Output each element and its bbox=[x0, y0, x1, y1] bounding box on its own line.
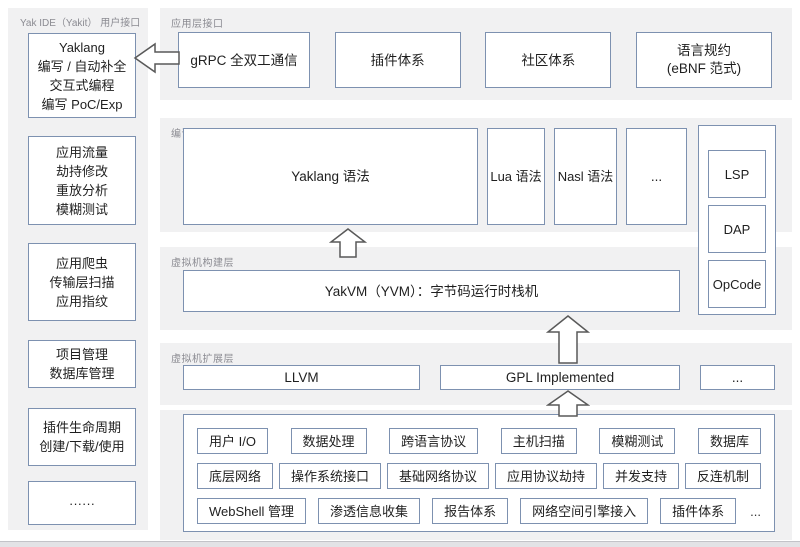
sidebar-box-more: ······ bbox=[28, 481, 136, 525]
vm-extension-row: LLVM GPL Implemented ... bbox=[183, 365, 775, 390]
plugin-system-box: 插件体系 bbox=[334, 32, 461, 88]
vm-extension-layer-label: 虚拟机扩展层 bbox=[171, 354, 234, 365]
app-layer-row: gRPC 全双工通信 插件体系 社区体系 语言规约 (eBNF 范式) bbox=[178, 32, 772, 88]
data-processing-box: 数据处理 bbox=[290, 428, 367, 454]
user-io-box: 用户 I/O bbox=[197, 428, 268, 454]
sidebar-title: Yak IDE（Yakit） 用户接口 bbox=[20, 18, 141, 29]
compiler-row: Yaklang 语法 Lua 语法 Nasl 语法 ... bbox=[183, 128, 687, 225]
grpc-box: gRPC 全双工通信 bbox=[178, 32, 310, 88]
protocol-column: LSP DAP OpCode bbox=[698, 125, 776, 315]
low-level-network-box: 底层网络 bbox=[197, 463, 274, 489]
report-system-box: 报告体系 bbox=[432, 498, 509, 524]
arrow-up-icon bbox=[329, 228, 367, 258]
capabilities-more-text: ... bbox=[750, 503, 761, 519]
capabilities-container: 用户 I/O 数据处理 跨语言协议 主机扫描 模糊测试 数据库 底层网络 操作系… bbox=[183, 414, 775, 532]
reverse-connection-box: 反连机制 bbox=[684, 463, 761, 489]
webshell-management-box: WebShell 管理 bbox=[197, 498, 307, 524]
concurrency-box: 并发支持 bbox=[602, 463, 679, 489]
recon-info-collection-box: 渗透信息收集 bbox=[318, 498, 421, 524]
database-box: 数据库 bbox=[697, 428, 761, 454]
arrow-up-icon bbox=[546, 315, 590, 364]
app-layer-label: 应用层接口 bbox=[171, 19, 224, 30]
capabilities-panel: 用户 I/O 数据处理 跨语言协议 主机扫描 模糊测试 数据库 底层网络 操作系… bbox=[160, 410, 792, 540]
lsp-box: LSP bbox=[708, 150, 766, 198]
nasl-syntax-box: Nasl 语法 bbox=[554, 128, 617, 225]
arrow-left-icon bbox=[133, 42, 180, 74]
basic-network-protocol-box: 基础网络协议 bbox=[386, 463, 489, 489]
capabilities-row-3: WebShell 管理 渗透信息收集 报告体系 网络空间引擎接入 插件体系 ..… bbox=[184, 498, 774, 524]
yakvm-box: YakVM（YVM）：字节码运行时栈机 bbox=[183, 270, 680, 312]
community-system-box: 社区体系 bbox=[485, 32, 612, 88]
dap-box: DAP bbox=[708, 205, 766, 253]
capabilities-row-2: 底层网络 操作系统接口 基础网络协议 应用协议劫持 并发支持 反连机制 bbox=[184, 463, 774, 489]
gpl-implemented-box: GPL Implemented bbox=[440, 365, 680, 390]
llvm-box: LLVM bbox=[183, 365, 420, 390]
sidebar-box-yaklang-editing: Yaklang 编写 / 自动补全 交互式编程 编写 PoC/Exp bbox=[28, 33, 136, 118]
cyberspace-engine-box: 网络空间引擎接入 bbox=[520, 498, 649, 524]
app-protocol-hijack-box: 应用协议劫持 bbox=[494, 463, 597, 489]
user-interface-panel: Yak IDE（Yakit） 用户接口 Yaklang 编写 / 自动补全 交互… bbox=[8, 8, 148, 530]
window-bottom-edge bbox=[0, 541, 800, 547]
vm-build-layer-label: 虚拟机构建层 bbox=[171, 258, 234, 269]
capabilities-row-1: 用户 I/O 数据处理 跨语言协议 主机扫描 模糊测试 数据库 bbox=[184, 428, 774, 454]
opcode-box: OpCode bbox=[708, 260, 766, 308]
cross-language-protocol-box: 跨语言协议 bbox=[389, 428, 479, 454]
sidebar-box-traffic: 应用流量 劫持修改 重放分析 模糊测试 bbox=[28, 136, 136, 225]
compiler-frontend-panel: 编译器前端 Yaklang 语法 Lua 语法 Nasl 语法 ... bbox=[160, 118, 792, 232]
language-spec-box: 语言规约 (eBNF 范式) bbox=[635, 32, 772, 88]
plugin-system-cap-box: 插件体系 bbox=[660, 498, 737, 524]
sidebar-box-crawler: 应用爬虫 传输层扫描 应用指纹 bbox=[28, 243, 136, 321]
fuzz-testing-box: 模糊测试 bbox=[599, 428, 676, 454]
os-interface-box: 操作系统接口 bbox=[278, 463, 381, 489]
vm-build-layer-panel: 虚拟机构建层 YakVM（YVM）：字节码运行时栈机 bbox=[160, 247, 792, 330]
vm-extension-layer-panel: 虚拟机扩展层 LLVM GPL Implemented ... bbox=[160, 343, 792, 405]
yaklang-syntax-box: Yaklang 语法 bbox=[183, 128, 478, 225]
lua-syntax-box: Lua 语法 bbox=[487, 128, 545, 225]
more-syntax-box: ... bbox=[626, 128, 687, 225]
app-layer-panel: 应用层接口 gRPC 全双工通信 插件体系 社区体系 语言规约 (eBNF 范式… bbox=[160, 8, 792, 100]
sidebar-box-plugin-lifecycle: 插件生命周期 创建/下载/使用 bbox=[28, 408, 136, 466]
host-scan-box: 主机扫描 bbox=[500, 428, 577, 454]
sidebar-box-project: 项目管理 数据库管理 bbox=[28, 340, 136, 388]
more-ext-box: ... bbox=[700, 365, 775, 390]
arrow-up-icon bbox=[546, 390, 590, 417]
